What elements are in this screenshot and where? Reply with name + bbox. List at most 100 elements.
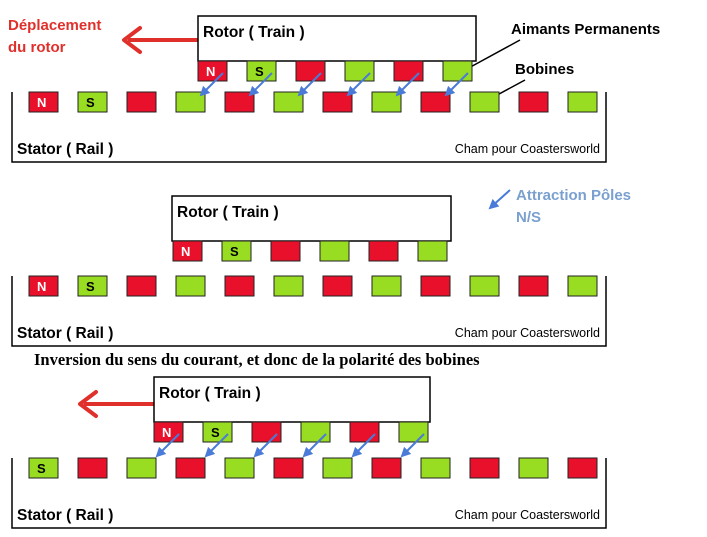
movement-arrow-top <box>122 26 198 54</box>
stator-pole-1 <box>28 275 59 297</box>
stator-pole-2 <box>77 91 108 113</box>
attraction-arrow <box>253 433 278 458</box>
stator-body <box>11 276 607 347</box>
rotor-body <box>197 15 477 62</box>
stator-pole-1 <box>28 457 59 479</box>
stator-pole-3 <box>126 275 157 297</box>
stator-pole-12 <box>567 91 598 113</box>
stator-pole-letter: S <box>86 95 95 110</box>
rotor-magnet-2 <box>221 240 252 262</box>
panel-2: N S Rotor ( Train ) N S Stator ( Rail ) Cham p… <box>11 195 607 347</box>
credit-text: Cham pour Coastersworld <box>455 508 600 522</box>
stator-pole-9 <box>420 457 451 479</box>
stator-label: Stator ( Rail ) <box>17 507 113 524</box>
stator-pole-9 <box>420 91 451 113</box>
rotor-magnet-letter: N <box>181 244 190 259</box>
stator-pole-11 <box>518 457 549 479</box>
rotor-magnet-3 <box>251 421 282 443</box>
attraction-label-line2: N/S <box>516 209 541 226</box>
stator-pole-1 <box>28 91 59 113</box>
attraction-arrow <box>395 72 420 97</box>
rotor-label: Rotor ( Train ) <box>159 385 261 402</box>
rotor-magnet-5 <box>349 421 380 443</box>
stator-pole-7 <box>322 457 353 479</box>
stator-pole-8 <box>371 91 402 113</box>
rotor-magnet-letter: N <box>162 425 171 440</box>
stator-body <box>11 458 607 529</box>
stator-pole-7 <box>322 275 353 297</box>
rotor-magnet-3 <box>270 240 301 262</box>
movement-label-line1: Déplacement <box>8 17 101 34</box>
movement-label-line2: du rotor <box>8 39 66 56</box>
stator-pole-6 <box>273 457 304 479</box>
attraction-legend-arrow <box>488 189 511 210</box>
stator-pole-3 <box>126 91 157 113</box>
stator-pole-10 <box>469 457 500 479</box>
attraction-arrow <box>199 72 224 97</box>
reversal-caption: Inversion du sens du courant, et donc de… <box>34 350 480 369</box>
rotor-label: Rotor ( Train ) <box>203 24 305 41</box>
rotor-magnet-letter: N <box>206 64 215 79</box>
movement-arrow-bottom <box>78 390 154 418</box>
rotor-magnet-5 <box>393 60 424 82</box>
stator-pole-12 <box>567 457 598 479</box>
attraction-arrow <box>155 433 180 458</box>
rotor-magnet-4 <box>344 60 375 82</box>
stator-pole-12 <box>567 275 598 297</box>
attraction-arrow <box>248 72 273 97</box>
stator-pole-5 <box>224 275 255 297</box>
stator-pole-7 <box>322 91 353 113</box>
rotor-magnet-letter: S <box>230 244 239 259</box>
stator-pole-6 <box>273 275 304 297</box>
stator-pole-9 <box>420 275 451 297</box>
attraction-arrow <box>400 433 425 458</box>
rotor-magnet-6 <box>417 240 448 262</box>
stator-pole-4 <box>175 275 206 297</box>
coils-label: Bobines <box>515 61 574 78</box>
rotor-body <box>171 195 452 242</box>
rotor-magnet-letter: S <box>255 64 264 79</box>
stator-pole-letter: N <box>37 279 46 294</box>
credit-text: Cham pour Coastersworld <box>455 326 600 340</box>
stator-pole-5 <box>224 457 255 479</box>
attraction-arrow <box>346 72 371 97</box>
stator-pole-8 <box>371 275 402 297</box>
stator-pole-letter: N <box>37 95 46 110</box>
stator-pole-3 <box>126 457 157 479</box>
stator-pole-2 <box>77 457 108 479</box>
attraction-arrow <box>297 72 322 97</box>
attraction-arrow <box>302 433 327 458</box>
panel-3: S Rotor ( Train ) N S Stator ( Rail ) Cham po… <box>11 376 607 529</box>
rotor-magnet-4 <box>300 421 331 443</box>
attraction-arrow <box>204 433 229 458</box>
magnets-pointer <box>464 39 521 71</box>
stator-pole-6 <box>273 91 304 113</box>
stator-pole-10 <box>469 91 500 113</box>
rotor-magnet-3 <box>295 60 326 82</box>
stator-pole-8 <box>371 457 402 479</box>
rotor-magnet-6 <box>442 60 473 82</box>
stator-label: Stator ( Rail ) <box>17 141 113 158</box>
stator-pole-2 <box>77 275 108 297</box>
rotor-label: Rotor ( Train ) <box>177 204 279 221</box>
attraction-arrow <box>351 433 376 458</box>
stator-body <box>11 92 607 163</box>
stator-label: Stator ( Rail ) <box>17 325 113 342</box>
stator-pole-4 <box>175 457 206 479</box>
rotor-magnet-4 <box>319 240 350 262</box>
stator-pole-letter: S <box>37 461 46 476</box>
panel-1: N S Rotor ( Train ) N S Stator ( Rail ) Cham p… <box>11 15 607 163</box>
attraction-label-line1: Attraction Pôles <box>516 187 631 204</box>
attraction-arrow <box>444 72 469 97</box>
stator-pole-5 <box>224 91 255 113</box>
stator-pole-11 <box>518 91 549 113</box>
stator-pole-letter: S <box>86 279 95 294</box>
stator-pole-4 <box>175 91 206 113</box>
rotor-magnet-5 <box>368 240 399 262</box>
stator-pole-11 <box>518 275 549 297</box>
credit-text: Cham pour Coastersworld <box>455 142 600 156</box>
rotor-magnet-letter: S <box>211 425 220 440</box>
stator-pole-10 <box>469 275 500 297</box>
rotor-body <box>153 376 431 423</box>
